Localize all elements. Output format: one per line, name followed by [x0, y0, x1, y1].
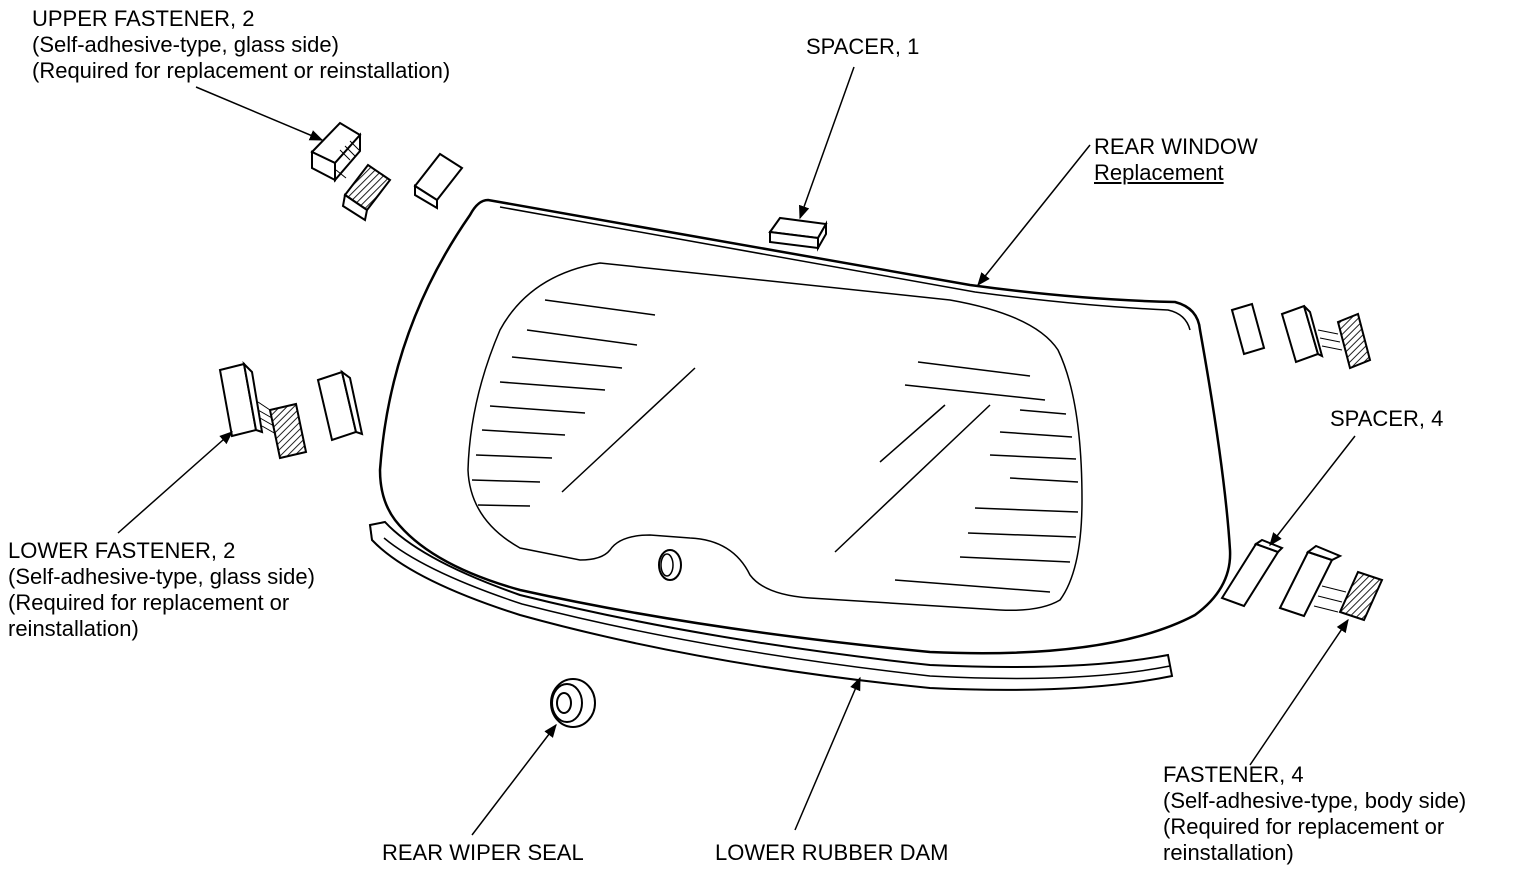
- lower-fastener-line3: (Required for replacement or: [8, 590, 290, 615]
- leader-fastener-4: [1249, 618, 1349, 766]
- spacer-1-label: SPACER, 1: [806, 34, 920, 59]
- rear-window-outline: [378, 198, 1232, 655]
- upper-fastener-line2: (Self-adhesive-type, glass side): [32, 32, 339, 57]
- leader-spacer-1: [799, 66, 855, 220]
- lower-fasteners-drawing: [218, 361, 364, 460]
- wiper-hole: [658, 549, 682, 581]
- upper-fastener-line3: (Required for replacement or reinstallat…: [32, 58, 451, 83]
- leader-lower-fastener: [117, 431, 234, 534]
- defroster-lines-left: [471, 299, 656, 507]
- defroster-area: [467, 262, 1083, 612]
- glass-reflection: [561, 367, 991, 553]
- right-upper-fasteners-drawing: [1230, 302, 1372, 370]
- lower-fastener-line2: (Self-adhesive-type, glass side): [8, 564, 315, 589]
- leader-upper-fastener: [195, 86, 324, 141]
- leader-spacer-4: [1269, 435, 1356, 547]
- leader-rear-wiper-seal: [471, 723, 557, 836]
- lower-fastener-label: LOWER FASTENER, 2 (Self-adhesive-type, g…: [8, 538, 315, 642]
- rear-window-replacement-link[interactable]: Replacement: [1094, 160, 1224, 185]
- spacer-1-drawing: [768, 216, 828, 252]
- fastener-4-line2: (Self-adhesive-type, body side): [1163, 788, 1467, 813]
- rear-window-inner-edge: [499, 206, 1191, 331]
- lower-rubber-dam-label: LOWER RUBBER DAM: [715, 840, 949, 865]
- rear-wiper-seal-label: REAR WIPER SEAL: [382, 840, 584, 865]
- fastener-4-title: FASTENER, 4: [1163, 762, 1304, 787]
- right-lower-fasteners-drawing: [1220, 538, 1384, 622]
- lower-rubber-dam-drawing: [368, 520, 1174, 691]
- fastener-4-line4: reinstallation): [1163, 840, 1294, 865]
- fastener-4-label: FASTENER, 4 (Self-adhesive-type, body si…: [1163, 762, 1466, 866]
- rear-window-glass: [378, 198, 1232, 655]
- lower-fastener-title: LOWER FASTENER, 2: [8, 538, 236, 563]
- lower-fastener-line4: reinstallation): [8, 616, 139, 641]
- leader-rear-window: [977, 144, 1091, 287]
- rear-wiper-seal-drawing: [550, 678, 596, 728]
- upper-fastener-title: UPPER FASTENER, 2: [32, 6, 255, 31]
- fastener-4-line3: (Required for replacement or: [1163, 814, 1445, 839]
- rear-window-label: REAR WINDOW Replacement: [1094, 134, 1258, 186]
- rear-window-title: REAR WINDOW: [1094, 134, 1258, 159]
- upper-fasteners-drawing: [310, 121, 464, 222]
- defroster-lines-right: [894, 361, 1079, 593]
- leader-lower-rubber-dam: [794, 676, 861, 831]
- leader-lines: [117, 66, 1356, 836]
- spacer-4-label: SPACER, 4: [1330, 406, 1444, 431]
- upper-fastener-label: UPPER FASTENER, 2 (Self-adhesive-type, g…: [32, 6, 450, 84]
